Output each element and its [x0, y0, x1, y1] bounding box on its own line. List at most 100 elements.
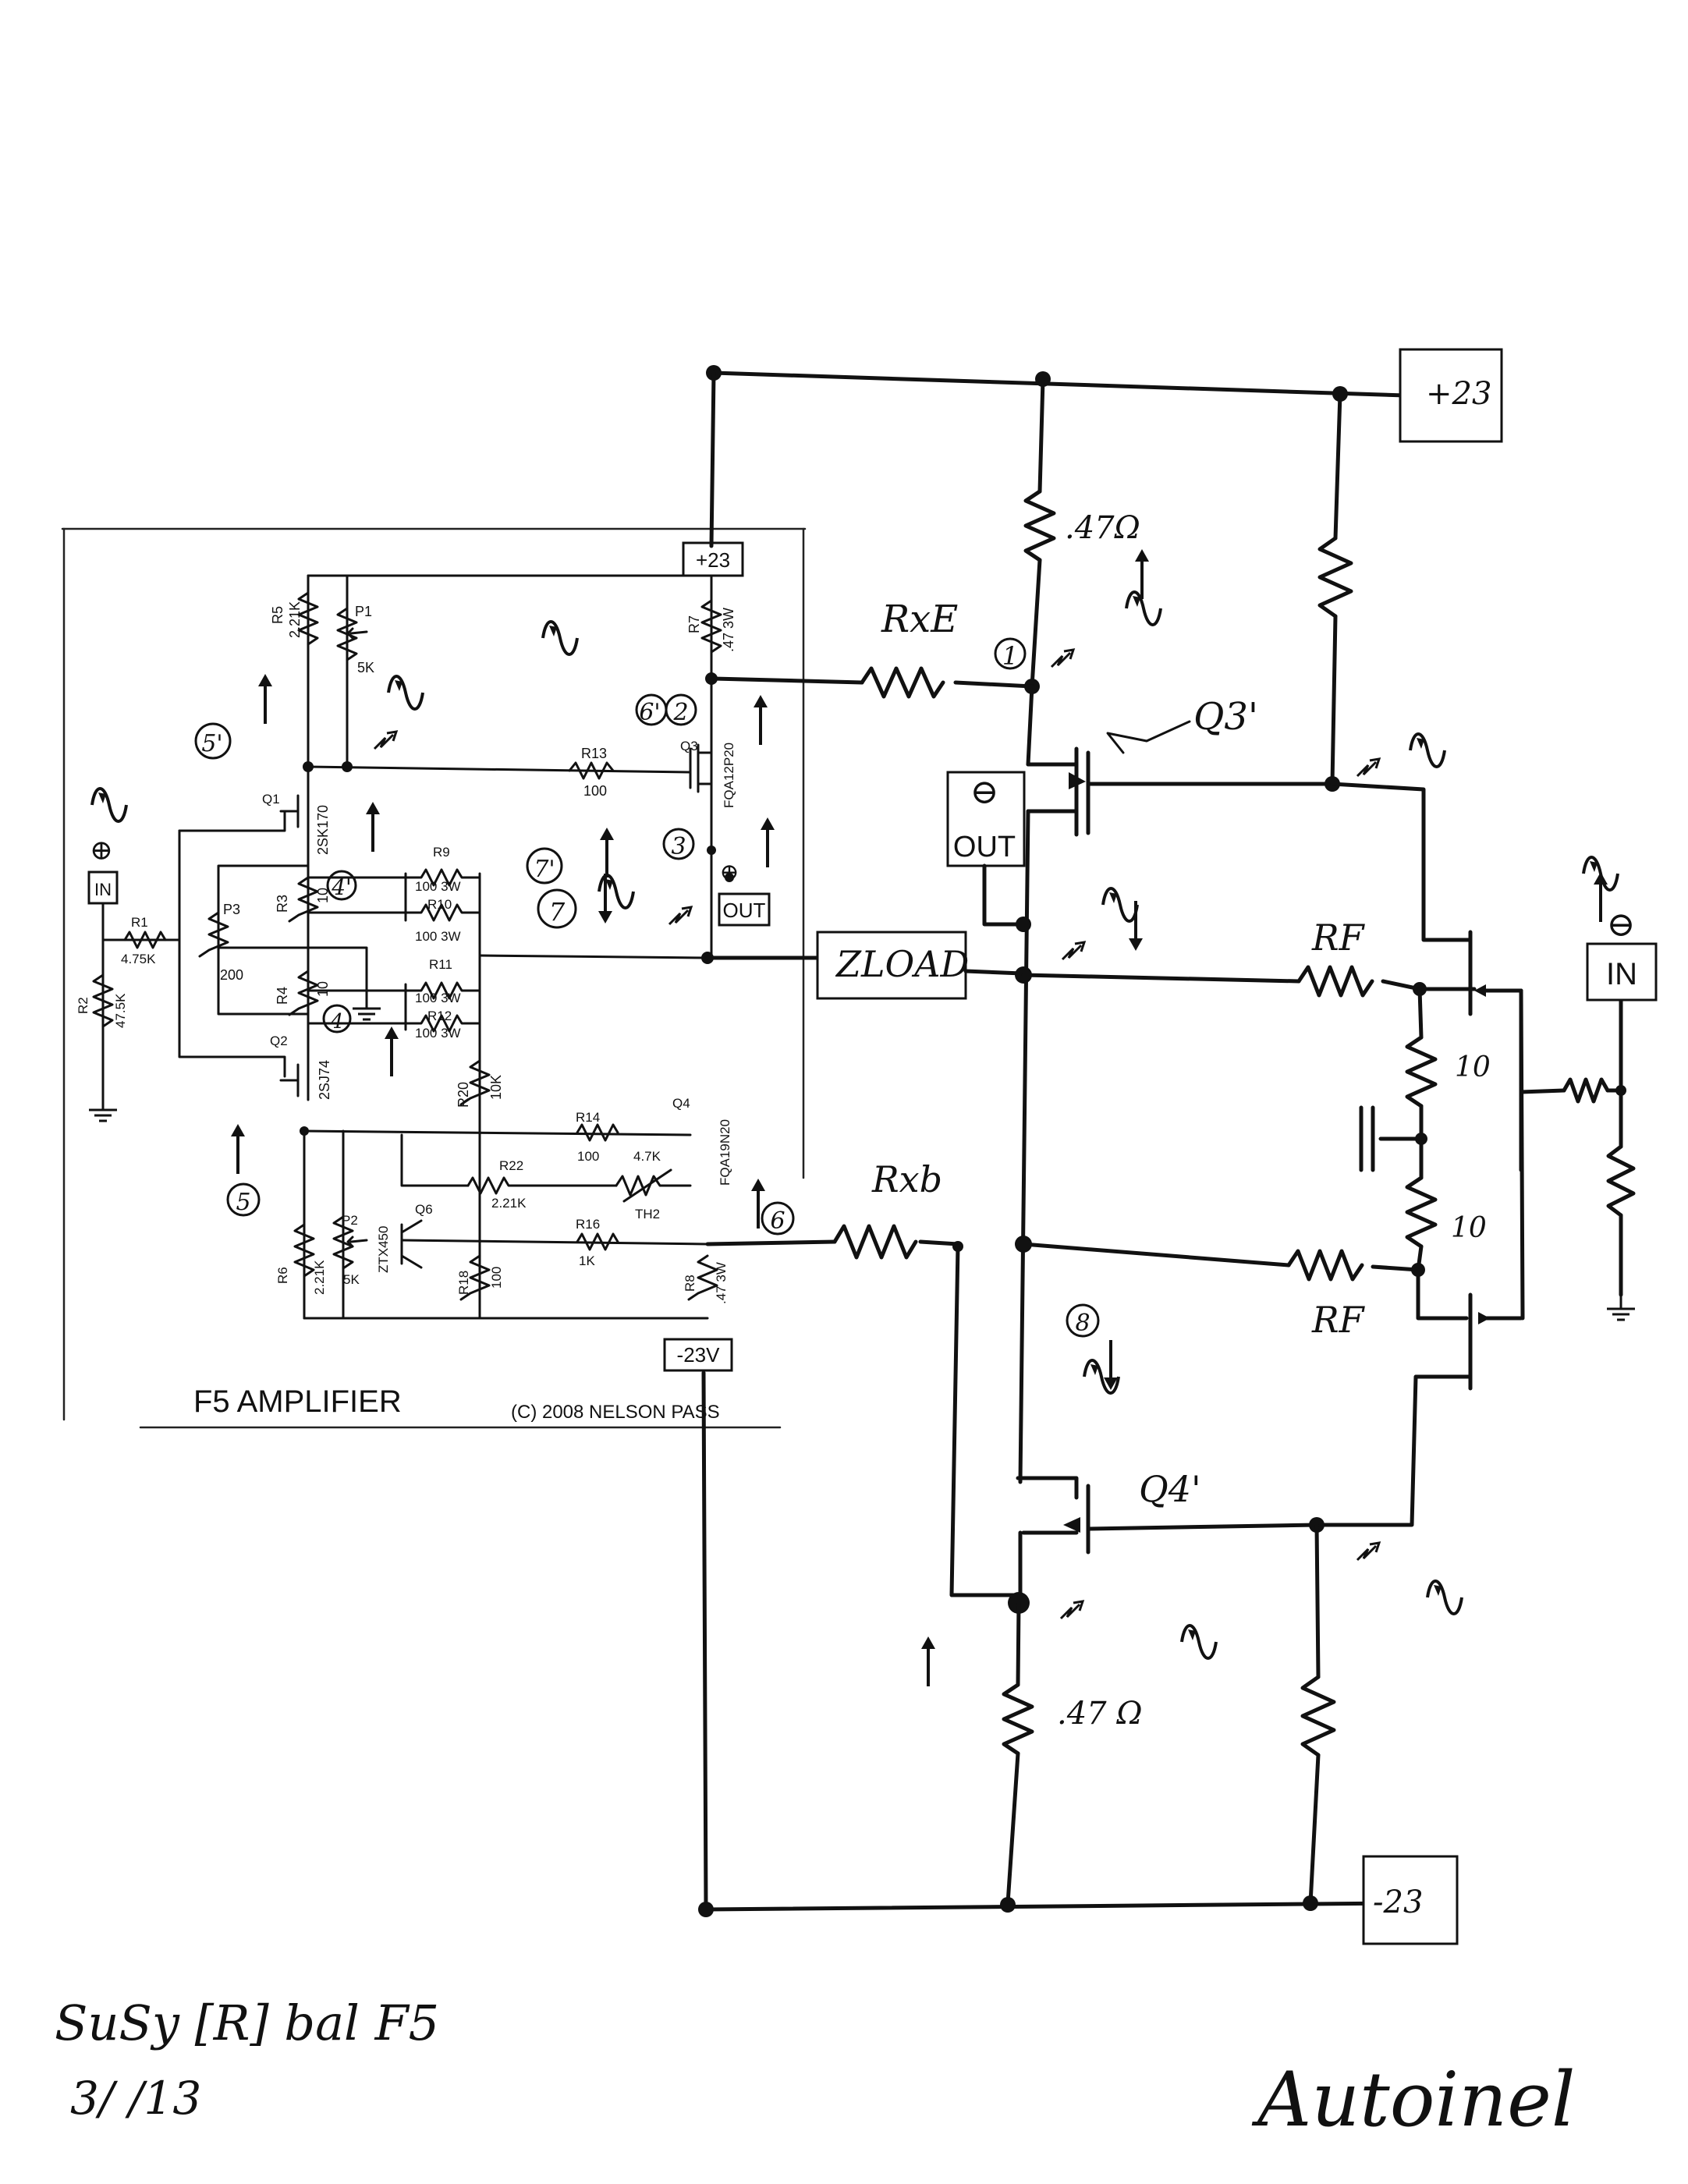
right-bottom-lower-wire [1308, 1753, 1321, 1906]
r11-label: R11 [429, 957, 452, 972]
lower-fet-arrow [1478, 1312, 1490, 1324]
q1-gate-wire [178, 810, 286, 832]
r11-value: 100 3W [415, 991, 461, 1005]
r10-top-label: 10 [1455, 1051, 1491, 1083]
q6-label: Q6 [415, 1202, 433, 1217]
q2-part: 2SJ74 [317, 1060, 332, 1100]
hand-negative-rail-label: -23 [1373, 1884, 1423, 1920]
junction [1303, 1895, 1318, 1911]
r1-value: 4.75K [121, 952, 156, 966]
r4-label: R4 [275, 987, 290, 1005]
r10-value: 100 3W [415, 929, 461, 944]
hand-output-label: OUT [953, 831, 1016, 863]
r1-resistor [123, 931, 167, 949]
q1-label: Q1 [262, 792, 280, 807]
sine-wave-icon [1409, 732, 1446, 768]
q4-prime-mosfet [1016, 1476, 1319, 1555]
lower-rf-right-wire [1371, 1264, 1420, 1272]
left-negative-wire [701, 1370, 708, 1912]
hand-input-label: IN [1606, 957, 1637, 991]
r14-label: R14 [576, 1110, 600, 1125]
q4-label: Q4 [672, 1096, 690, 1111]
th2-thermistor [615, 1175, 692, 1197]
rxe-right-wire [953, 680, 1034, 689]
r2-label: R2 [76, 997, 90, 1014]
q3p-arrow [1069, 772, 1086, 789]
top-047-label: .47Ω [1065, 510, 1140, 546]
sine-wave-icon [90, 787, 128, 823]
r3-label: R3 [275, 895, 290, 913]
q3-part: FQA12P20 [722, 743, 736, 808]
node-4-label: 4 [330, 1010, 344, 1034]
right-top-lower-wire [1330, 614, 1338, 786]
lower-fet-drain-wire [1312, 1374, 1473, 1527]
rxb-label: Rxb [871, 1158, 942, 1200]
r20-value: 10K [488, 1075, 504, 1100]
lower-rf-resistor [1286, 1249, 1364, 1282]
p1-value: 5K [357, 660, 374, 675]
arrow-up-icon [383, 1025, 400, 1078]
r16-wire [400, 1239, 709, 1246]
bypass-capacitor [1359, 1105, 1424, 1172]
node-4p-label: 4' [331, 874, 352, 900]
r6-label: R6 [275, 1267, 290, 1284]
r4-value: 10 [315, 981, 331, 997]
sine-wave-icon [541, 620, 579, 656]
zigzag-arrow-icon [1356, 757, 1381, 778]
sine-wave-icon [387, 675, 424, 711]
r9-value: 100 3W [415, 879, 461, 894]
r5-value: 2.21K [287, 601, 303, 638]
positive-rail-label: +23 [696, 548, 730, 572]
p3-value: 200 [220, 967, 243, 983]
schematic-title: F5 AMPLIFIER [193, 1384, 402, 1419]
q3p-pointer [1106, 720, 1191, 754]
p2-value: 5K [343, 1272, 360, 1287]
hand-negative-rail-box [1362, 1855, 1459, 1945]
node-7p-label: 7' [534, 856, 555, 883]
junction [1015, 1236, 1032, 1253]
r22-label: R22 [499, 1158, 523, 1173]
q3-channel [697, 743, 713, 793]
node-8-label: 8 [1075, 1310, 1090, 1337]
r10-top-resistor [1405, 1035, 1438, 1108]
arrow-up-icon [229, 1122, 246, 1175]
r14-resistor [576, 1123, 619, 1142]
r14-wire [303, 1129, 692, 1136]
p3-pot [198, 911, 229, 958]
node-1-label: 1 [1002, 641, 1018, 671]
handwritten-signature: Autoinel [1251, 2056, 1576, 2143]
zigzag-arrow-icon [668, 906, 693, 926]
junction [698, 1902, 714, 1917]
main-output-column [1018, 809, 1030, 1484]
zload-right-wire [963, 969, 1024, 976]
schematic-copyright: (C) 2008 NELSON PASS [511, 1402, 720, 1423]
r14-value: 100 [577, 1149, 599, 1164]
th2-slash [622, 1168, 672, 1203]
bottom-047-lower-wire [1005, 1751, 1020, 1906]
upper-input-fet-drain [1330, 782, 1473, 942]
node-8-circle [1066, 1303, 1100, 1338]
printed-schematic: +23 R5 2.21K P1 5K R13 100 R7 .47 3W Q3 … [61, 527, 807, 1429]
ground-icon [351, 993, 382, 1021]
th2-value: 4.7K [633, 1149, 661, 1164]
input-series-wire [1519, 1088, 1566, 1094]
sine-wave-icon [1083, 1359, 1120, 1395]
node-6p-label: 6' [639, 699, 660, 726]
r10-resistor [404, 903, 481, 922]
zigzag-arrow-icon [1356, 1541, 1381, 1562]
upper-rf-resistor [1296, 965, 1374, 998]
r10-bottom-resistor [1405, 1175, 1438, 1249]
top-047-wire [1037, 377, 1045, 494]
r13-label: R13 [581, 746, 607, 761]
r12-resistor [404, 1014, 481, 1033]
rxb-down-wire [949, 1244, 1020, 1597]
junction [705, 672, 718, 685]
r5-resistor [297, 591, 319, 646]
hand-positive-rail-box [1399, 348, 1503, 443]
arrow-up-icon [257, 672, 274, 725]
r10-label: R10 [427, 897, 452, 912]
ground-icon [1605, 1293, 1637, 1321]
node-1-circle [994, 637, 1027, 670]
r8-value: .47 3W [714, 1262, 729, 1304]
